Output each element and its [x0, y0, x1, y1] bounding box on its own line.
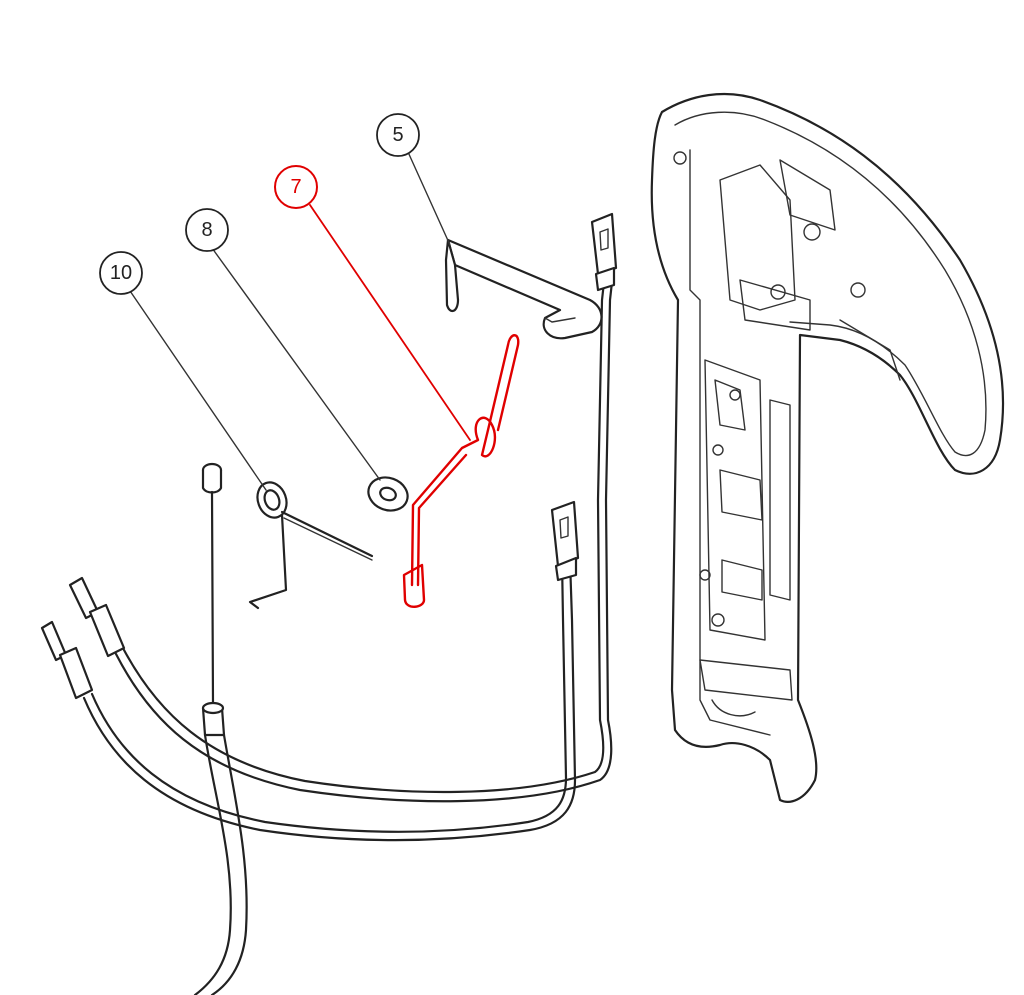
leader-line-8 [211, 247, 381, 481]
callout-8-label: 8 [201, 219, 212, 241]
leader-lines [127, 151, 471, 491]
callout-5: 5 [376, 113, 420, 157]
callout-7-label: 7 [290, 176, 301, 198]
part-7-wire-spring [402, 334, 520, 608]
leader-line-10 [127, 287, 267, 491]
part-5-bracket [444, 238, 603, 340]
callout-8: 8 [185, 208, 229, 252]
callout-10: 10 [99, 251, 143, 295]
part-10-torsion-spring [248, 481, 374, 610]
leader-line-7 [309, 204, 471, 441]
callout-10-label: 10 [110, 262, 132, 284]
part-8-washer [367, 476, 409, 512]
handle-housing [650, 92, 1005, 803]
cable-assembly [40, 212, 618, 995]
callout-7: 7 [274, 165, 318, 209]
leader-line-5 [407, 151, 451, 246]
callout-5-label: 5 [392, 124, 403, 146]
